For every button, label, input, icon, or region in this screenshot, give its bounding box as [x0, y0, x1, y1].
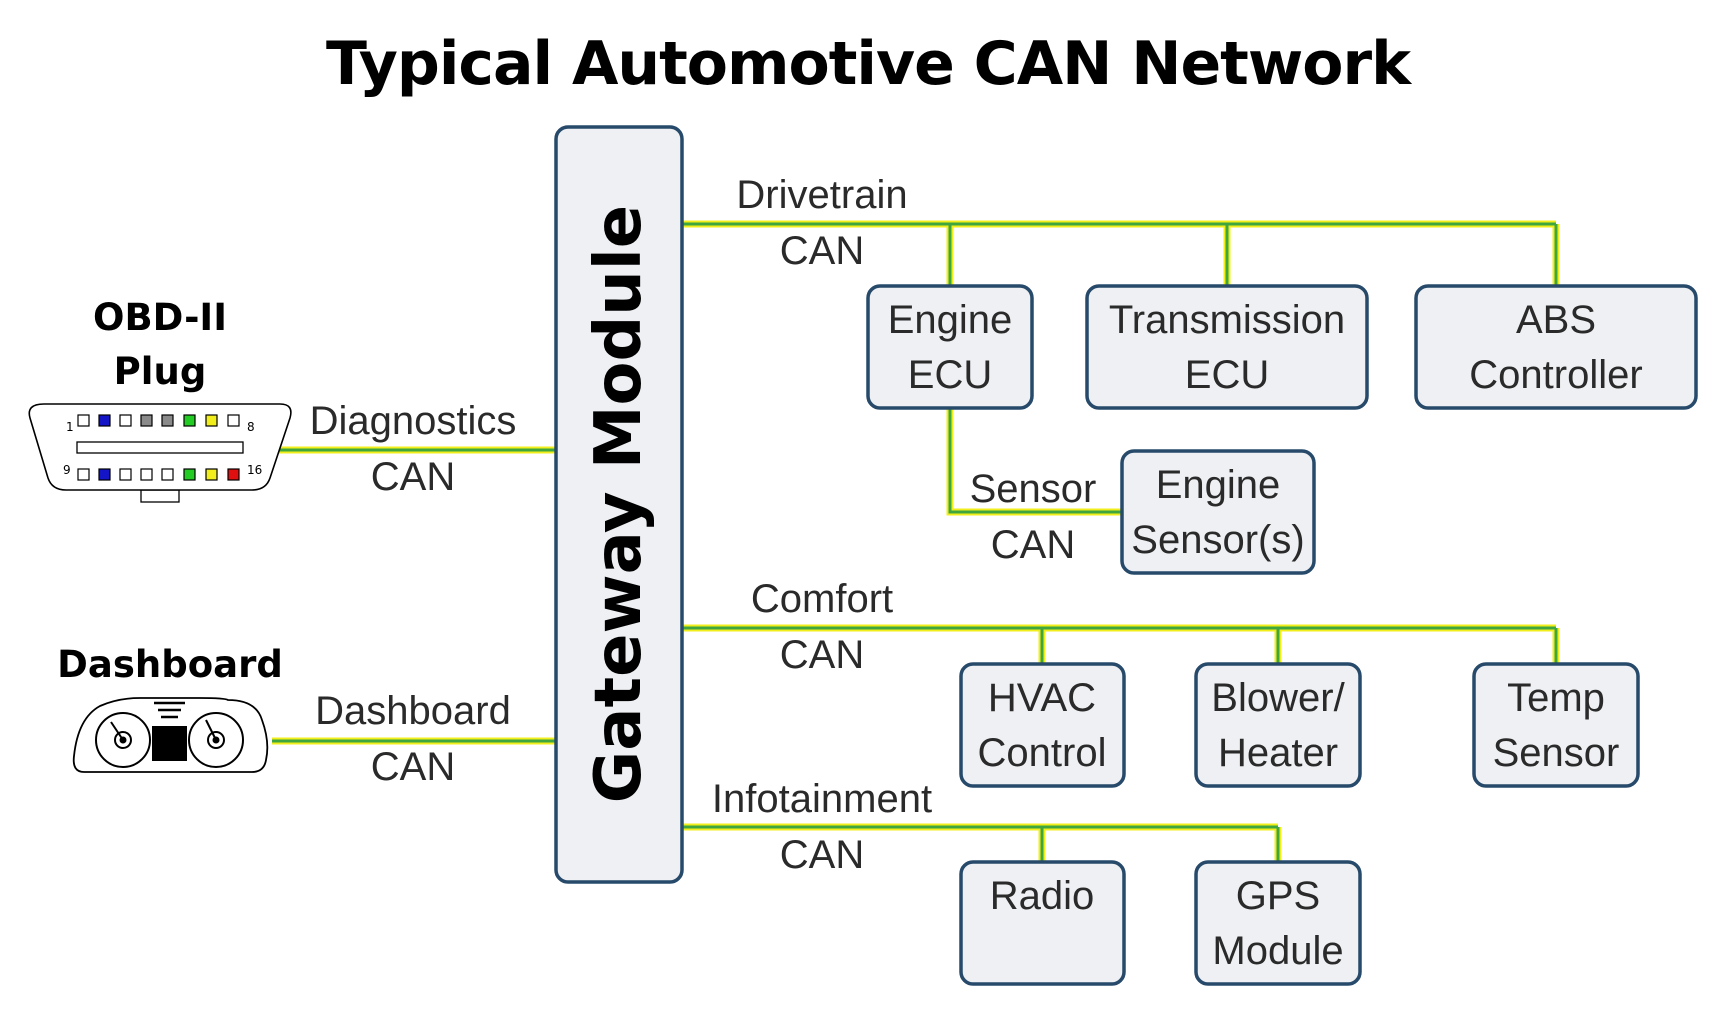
- diagnostics-can-label-2: CAN: [371, 455, 455, 499]
- engine-ecu-label-2: ECU: [908, 353, 992, 397]
- engine-sensors-label-1: Engine: [1156, 463, 1281, 507]
- hvac-control-label-1: HVAC: [988, 676, 1096, 720]
- obd-pin-12: [140, 468, 153, 481]
- obd-title-line-1: OBD-II: [93, 296, 227, 339]
- obd-pin-2: [98, 414, 111, 427]
- obd-pin-8: [227, 414, 240, 427]
- sensor-can-label-2: CAN: [991, 523, 1075, 567]
- abs-controller-label-2: Controller: [1469, 353, 1642, 397]
- diagram-title: Typical Automotive CAN Network: [326, 29, 1413, 99]
- obd-connector-icon: 1 8 9 16: [28, 403, 292, 503]
- abs-controller-label-1: ABS: [1516, 298, 1596, 342]
- obd-pin-4: [140, 414, 153, 427]
- obd-ii-plug: OBD-II Plug 1 8 9: [28, 296, 292, 503]
- node-radio: Radio: [959, 860, 1126, 986]
- left-gauge-needle: [110, 721, 124, 741]
- gps-module-label-1: GPS: [1236, 874, 1320, 918]
- obd-pin-7: [205, 414, 218, 427]
- blower-heater-box: [1194, 662, 1362, 788]
- drivetrain-bus-line-inner: [682, 222, 1558, 288]
- node-hvac-control: HVAC Control: [959, 662, 1126, 788]
- obd-connector-tab: [140, 489, 180, 503]
- obd-connector-center-slot: [76, 441, 244, 454]
- obd-pin-15: [205, 468, 218, 481]
- infotainment-can-label-1: Infotainment: [712, 777, 932, 821]
- blower-heater-label-2: Heater: [1218, 731, 1338, 775]
- infotainment-can-label-2: CAN: [780, 833, 864, 877]
- temp-sensor-box: [1472, 662, 1640, 788]
- abs-controller-box: [1414, 284, 1698, 410]
- dashboard-device: Dashboard: [57, 643, 283, 773]
- obd-pin-label-16: 16: [247, 463, 262, 477]
- node-transmission-ecu: Transmission ECU: [1085, 284, 1369, 410]
- hvac-control-label-2: Control: [978, 731, 1107, 775]
- obd-pin-6: [183, 414, 196, 427]
- bus-labels: Diagnostics CAN Dashboard CAN Drivetrain…: [310, 173, 1097, 877]
- radio-label-1: Radio: [990, 874, 1095, 918]
- sensor-can-label-1: Sensor: [970, 467, 1097, 511]
- comfort-can-label-2: CAN: [780, 633, 864, 677]
- dashboard-can-label-1: Dashboard: [315, 689, 511, 733]
- transmission-ecu-label-1: Transmission: [1109, 298, 1345, 342]
- blower-heater-label-1: Blower/: [1211, 676, 1345, 720]
- obd-pin-label-9: 9: [63, 463, 71, 477]
- obd-pin-16: [227, 468, 240, 481]
- obd-pin-11: [119, 468, 132, 481]
- engine-sensors-label-2: Sensor(s): [1131, 518, 1304, 562]
- obd-pin-3: [119, 414, 132, 427]
- dashboard-title: Dashboard: [57, 643, 283, 686]
- node-abs-controller: ABS Controller: [1414, 284, 1698, 410]
- center-display-lines: [154, 701, 185, 719]
- dashboard-cluster-icon: [72, 697, 269, 773]
- transmission-ecu-label-2: ECU: [1185, 353, 1269, 397]
- node-gps-module: GPS Module: [1194, 860, 1362, 986]
- node-engine-ecu: Engine ECU: [866, 284, 1034, 410]
- radio-box: [959, 860, 1126, 986]
- obd-pin-9: [77, 468, 90, 481]
- temp-sensor-label-2: Sensor: [1493, 731, 1620, 775]
- gateway-module: Gateway Module: [554, 125, 684, 884]
- diagnostics-can-label-1: Diagnostics: [310, 399, 517, 443]
- dashboard-can-label-2: CAN: [371, 745, 455, 789]
- comfort-bus-line-inner: [682, 626, 1558, 664]
- obd-pin-label-1: 1: [66, 420, 74, 434]
- sensor-bus-line-inner: [948, 408, 1122, 514]
- infotainment-bus-line: [682, 823, 1282, 862]
- obd-pin-5: [161, 414, 174, 427]
- drivetrain-can-label-2: CAN: [780, 229, 864, 273]
- gps-module-box: [1194, 860, 1362, 986]
- obd-pin-10: [98, 468, 111, 481]
- engine-ecu-label-1: Engine: [888, 298, 1013, 342]
- gateway-module-box: [554, 125, 684, 884]
- obd-pin-label-8: 8: [247, 420, 255, 434]
- node-blower-heater: Blower/ Heater: [1194, 662, 1362, 788]
- hvac-control-box: [959, 662, 1126, 788]
- obd-pin-13: [161, 468, 174, 481]
- center-display: [152, 726, 187, 761]
- temp-sensor-label-1: Temp: [1507, 676, 1605, 720]
- drivetrain-can-label-1: Drivetrain: [736, 173, 907, 217]
- obd-pin-14: [183, 468, 196, 481]
- obd-pin-1: [77, 414, 90, 427]
- gps-module-label-2: Module: [1212, 929, 1343, 973]
- node-temp-sensor: Temp Sensor: [1472, 662, 1640, 788]
- transmission-ecu-box: [1085, 284, 1369, 410]
- comfort-can-label-1: Comfort: [751, 577, 893, 621]
- gateway-module-label: Gateway Module: [582, 205, 656, 803]
- right-gauge-needle: [205, 719, 217, 741]
- node-engine-sensors: Engine Sensor(s): [1120, 449, 1316, 575]
- engine-sensors-box: [1120, 449, 1316, 575]
- obd-title-line-2: Plug: [114, 350, 207, 393]
- engine-ecu-box: [866, 284, 1034, 410]
- bus-lines: [270, 220, 1560, 862]
- infotainment-bus-line-inner: [682, 825, 1280, 862]
